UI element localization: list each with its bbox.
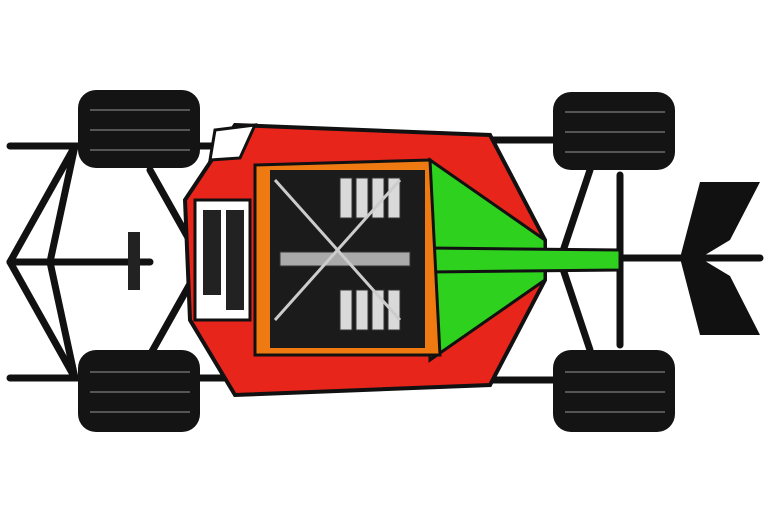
rear-wing — [680, 182, 760, 335]
steering-wheel — [128, 232, 140, 290]
roll-cage — [273, 179, 402, 321]
front-light — [208, 123, 258, 162]
green-stripe — [428, 246, 622, 274]
seat-right — [226, 210, 244, 310]
tires — [78, 90, 675, 432]
seat-left — [203, 210, 221, 295]
